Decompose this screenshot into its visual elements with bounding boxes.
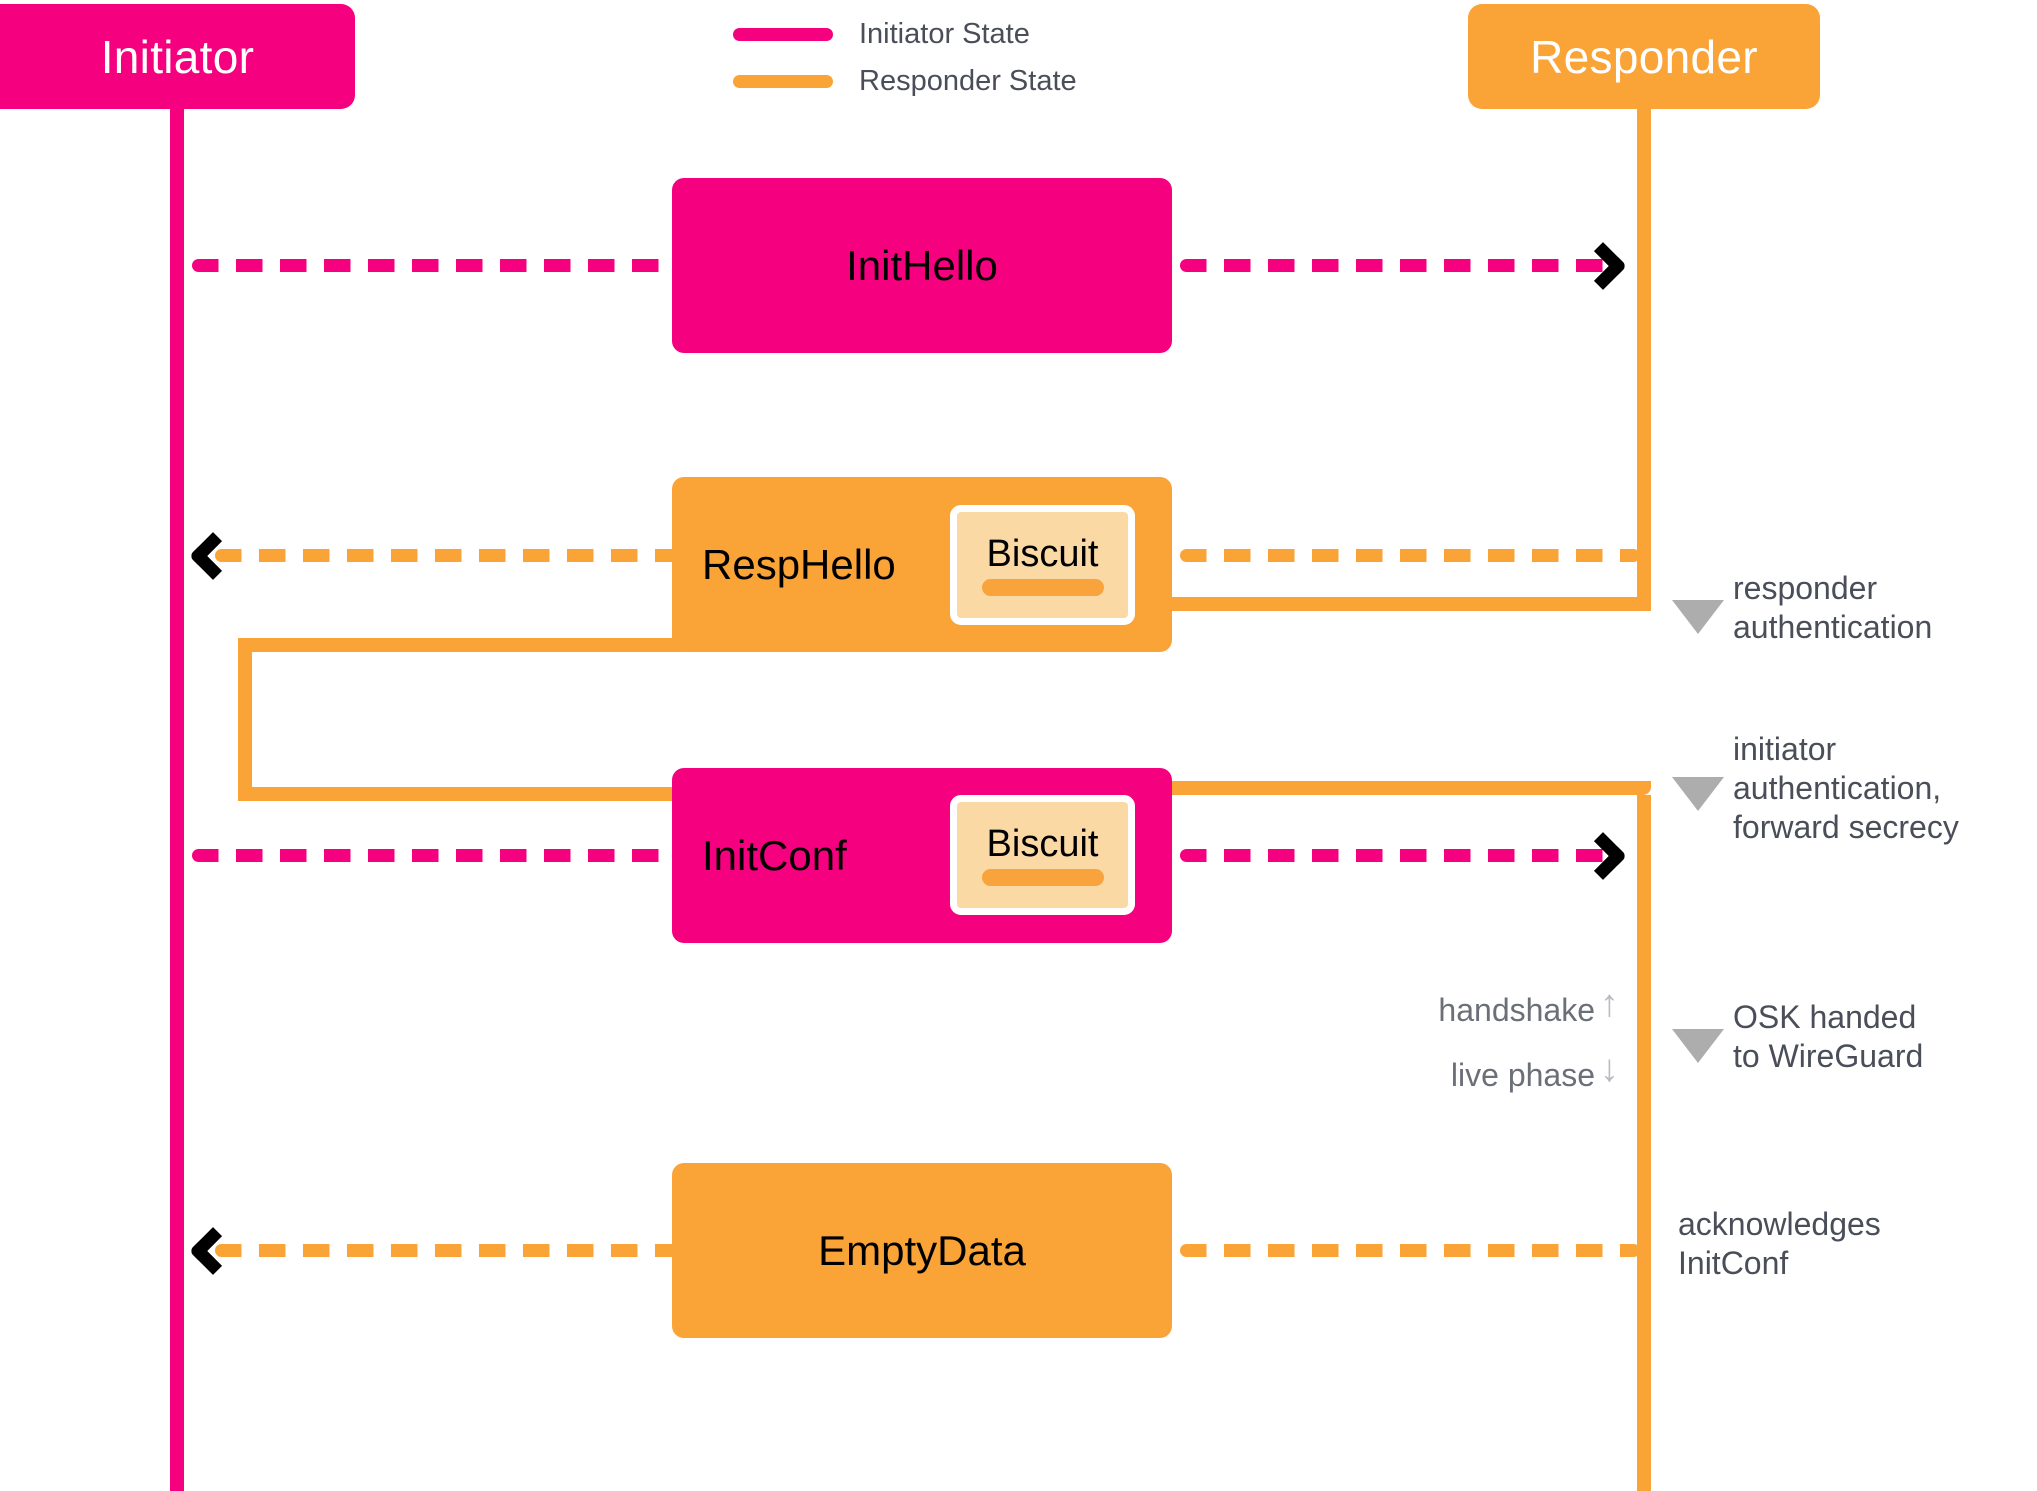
arrow-resphello-right-segment [1180, 549, 1640, 562]
arrow-initconf-left-segment [192, 849, 682, 862]
legend-label-initiator-state: Initiator State [859, 18, 1030, 50]
biscuit-badge-resphello: Biscuit [950, 505, 1135, 625]
message-label-resphello: RespHello [702, 540, 896, 588]
arrowhead-right-icon-initconf [1578, 831, 1628, 881]
triangle-down-icon-osk [1672, 1029, 1724, 1063]
arrow-up-icon-handshake: ↑ [1600, 983, 1619, 1025]
annotation-initiator-authentication: initiator authentication, forward secrec… [1733, 731, 1959, 846]
biscuit-bar-icon-initconf [981, 868, 1104, 886]
actor-responder: Responder [1468, 4, 1820, 109]
biscuit-bar-icon-resphello [981, 578, 1104, 596]
message-label-emptydata: EmptyData [818, 1226, 1026, 1274]
triangle-down-icon-initiator-auth [1672, 777, 1724, 811]
arrowhead-left-icon-resphello [188, 531, 238, 581]
message-label-inithello: InitHello [846, 241, 998, 289]
actor-initiator: Initiator [0, 4, 355, 109]
arrowhead-right-icon-inithello [1578, 241, 1628, 291]
message-box-inithello: InitHello [672, 178, 1172, 353]
message-label-initconf: InitConf [702, 831, 847, 879]
legend-item-responder-state: Responder State [733, 58, 1077, 105]
state-path-resphello-out-top [238, 638, 682, 652]
arrow-inithello-left-segment [192, 259, 682, 272]
arrow-initconf-right-segment [1180, 849, 1620, 862]
lifeline-responder-upper [1637, 60, 1651, 611]
line-swatch-icon-initiator [733, 28, 833, 41]
arrowhead-left-icon-emptydata [188, 1226, 238, 1276]
state-path-initconf-to-responder [1172, 781, 1651, 795]
legend-item-initiator-state: Initiator State [733, 11, 1077, 58]
legend-label-responder-state: Responder State [859, 65, 1077, 97]
state-path-loop-into-initconf [238, 787, 682, 801]
annotation-responder-authentication: responder authentication [1733, 570, 1933, 646]
arrow-inithello-right-segment [1180, 259, 1620, 272]
lifeline-initiator [170, 60, 184, 1491]
phase-label-handshake: handshake [1438, 992, 1595, 1028]
lifeline-responder-lower [1637, 795, 1651, 1491]
arrow-emptydata-right-segment [1180, 1244, 1640, 1257]
arrow-emptydata-left-segment [215, 1244, 682, 1257]
message-box-emptydata: EmptyData [672, 1163, 1172, 1338]
state-path-loop-vertical [238, 638, 252, 801]
annotation-acknowledges-initconf: acknowledges InitConf [1678, 1206, 1881, 1282]
legend: Initiator State Responder State [733, 11, 1077, 105]
phase-label-live-phase: live phase [1450, 1057, 1595, 1093]
state-path-resphello-to-responder [1172, 597, 1651, 611]
arrow-resphello-left-segment [215, 549, 682, 562]
biscuit-label-initconf: Biscuit [986, 822, 1099, 865]
triangle-down-icon-responder-auth [1672, 600, 1724, 634]
annotation-osk-handed-to-wireguard: OSK handed to WireGuard [1733, 999, 1924, 1075]
biscuit-label-resphello: Biscuit [986, 532, 1099, 575]
arrow-down-icon-live-phase: ↓ [1600, 1048, 1619, 1090]
line-swatch-icon-responder [733, 75, 833, 88]
biscuit-badge-initconf: Biscuit [950, 795, 1135, 915]
